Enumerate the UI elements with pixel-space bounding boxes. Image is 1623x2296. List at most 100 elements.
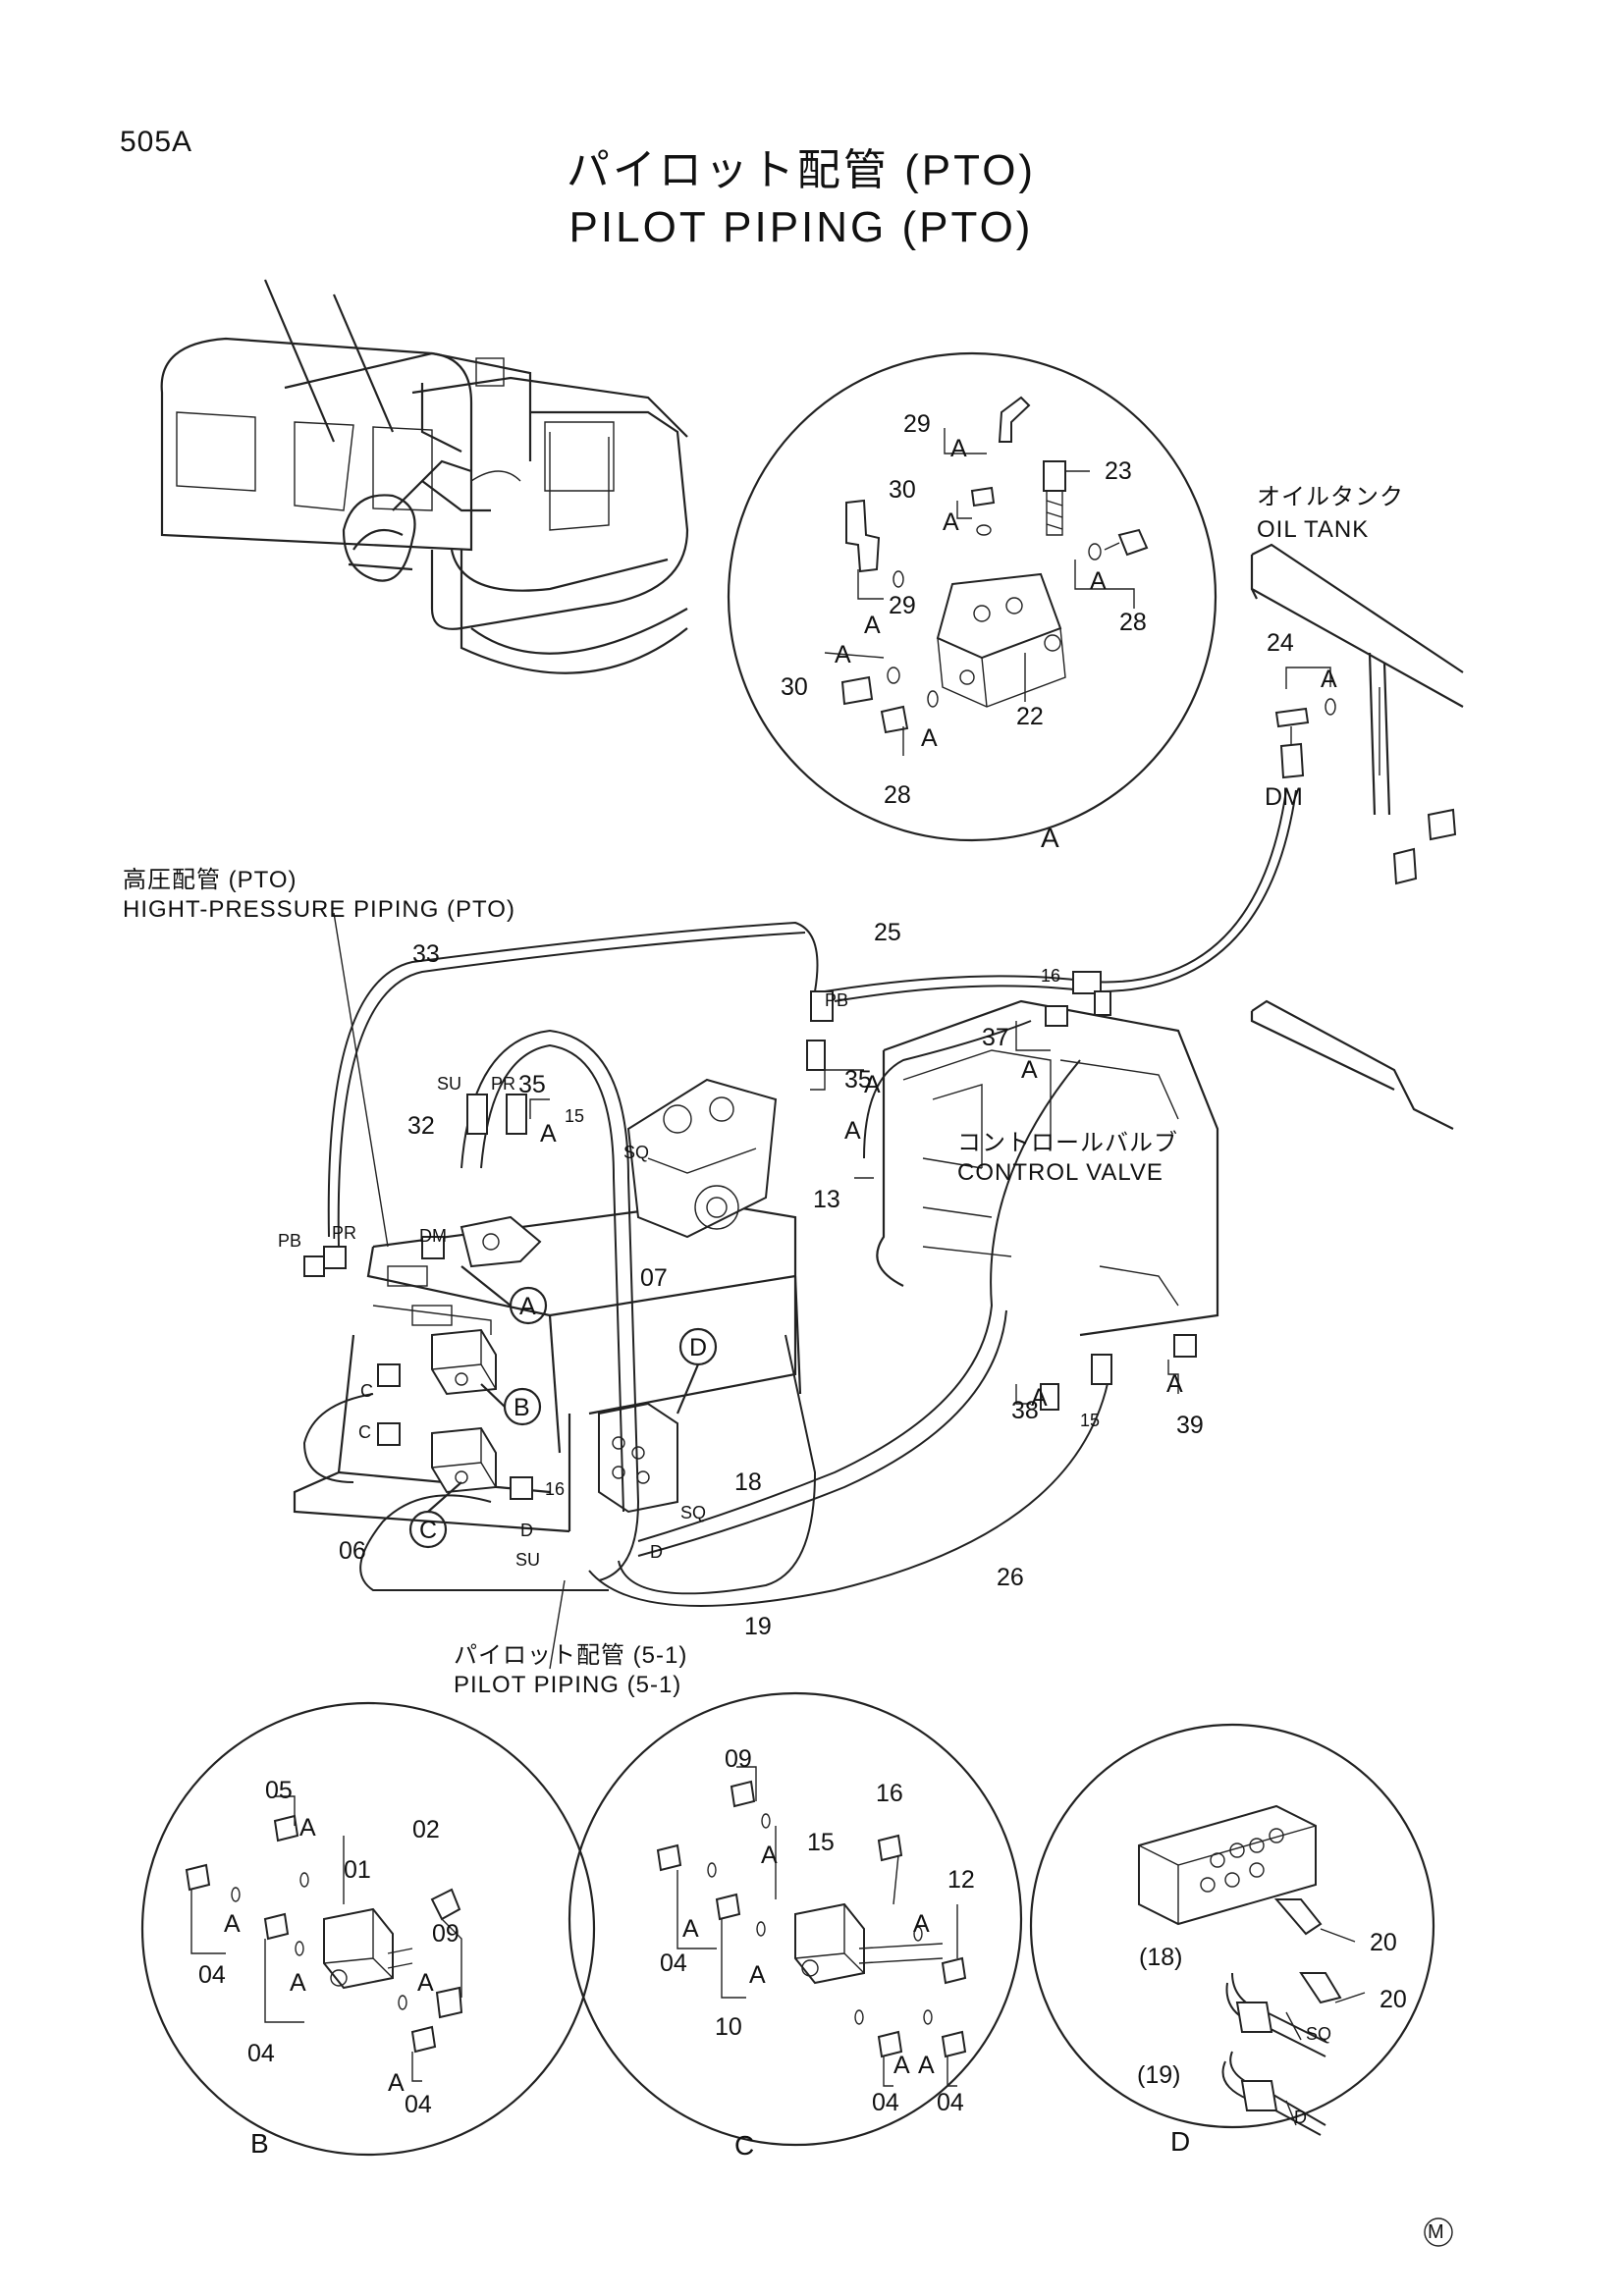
detail-d-circle xyxy=(1029,1723,1435,2136)
seal-mark-a: A xyxy=(749,1961,766,1989)
part-label: 12 xyxy=(947,1866,975,1894)
main-marker-a: A xyxy=(519,1293,536,1320)
part-label: C xyxy=(358,1422,371,1442)
part-label: 04 xyxy=(198,1961,226,1989)
main-assembly xyxy=(293,789,1297,1670)
part-label: 15 xyxy=(807,1829,835,1856)
seal-mark-a: A xyxy=(864,1071,881,1098)
seal-mark-a: A xyxy=(844,1117,861,1145)
part-label: SQ xyxy=(623,1143,650,1162)
corner-mark-circle xyxy=(1424,2217,1453,2247)
part-label: 32 xyxy=(407,1112,435,1140)
detail-a-label: A xyxy=(1041,823,1059,853)
part-label: 26 xyxy=(997,1564,1024,1591)
part-label: SU xyxy=(437,1074,462,1094)
seal-mark-a: A xyxy=(417,1969,434,1997)
title-jp: パイロット配管 (PTO) xyxy=(566,146,1037,194)
detail-b-circle xyxy=(140,1701,596,2157)
part-label: 16 xyxy=(876,1780,903,1807)
seal-mark-a: A xyxy=(1031,1384,1048,1412)
seal-mark-a: A xyxy=(1321,666,1337,693)
part-label: 29 xyxy=(889,592,916,619)
part-label: 04 xyxy=(405,2091,432,2118)
part-label: D xyxy=(520,1521,533,1540)
part-label: 04 xyxy=(937,2089,964,2116)
seal-mark-a: A xyxy=(918,2052,935,2079)
part-label: SU xyxy=(515,1550,541,1570)
part-label: 33 xyxy=(412,940,440,968)
seal-mark-a: A xyxy=(540,1120,557,1148)
seal-mark-a: A xyxy=(1166,1370,1183,1398)
main-marker-c: C xyxy=(419,1517,438,1544)
part-label: DM xyxy=(1265,783,1303,811)
corner-mark: M xyxy=(1428,2221,1444,2243)
part-label: 20 xyxy=(1370,1929,1397,1956)
part-label: 39 xyxy=(1176,1412,1204,1439)
part-label: 16 xyxy=(545,1479,566,1499)
pilot-51-label-jp: パイロット配管 (5-1) xyxy=(454,1642,688,1669)
title-en: PILOT PIPING (PTO) xyxy=(568,203,1034,251)
seal-mark-a: A xyxy=(950,435,967,462)
pilot-51-label-en: PILOT PIPING (5-1) xyxy=(454,1672,682,1698)
part-label: 05 xyxy=(265,1777,293,1804)
part-label: SQ xyxy=(1306,2024,1332,2044)
part-label: 04 xyxy=(872,2089,899,2116)
seal-mark-a: A xyxy=(290,1969,306,1997)
part-label: 30 xyxy=(781,673,808,701)
part-label: 04 xyxy=(660,1949,687,1977)
part-label: D xyxy=(1294,2108,1307,2127)
part-label: 24 xyxy=(1267,629,1294,657)
part-label: 04 xyxy=(247,2040,275,2067)
part-label: 06 xyxy=(339,1537,366,1565)
hp-piping-label-jp: 高圧配管 (PTO) xyxy=(123,867,298,893)
detail-c-circle xyxy=(568,1691,1023,2147)
part-label: (19) xyxy=(1137,2061,1181,2089)
oil-tank-label-jp: オイルタンク xyxy=(1257,484,1404,510)
part-label: 02 xyxy=(412,1816,440,1843)
part-label: 13 xyxy=(813,1186,840,1213)
part-label: DM xyxy=(419,1226,447,1246)
seal-mark-a: A xyxy=(1090,567,1107,595)
control-valve-label-jp: コントロールバルブ xyxy=(957,1130,1178,1156)
seal-mark-a: A xyxy=(388,2069,405,2097)
part-label: 29 xyxy=(903,410,931,438)
detail-d-label: D xyxy=(1170,2126,1191,2157)
part-label: 18 xyxy=(734,1468,762,1496)
seal-mark-a: A xyxy=(921,724,938,752)
part-label: 01 xyxy=(344,1856,371,1884)
part-label: 19 xyxy=(744,1613,772,1640)
seal-mark-a: A xyxy=(893,2052,910,2079)
part-label: PR xyxy=(332,1223,357,1243)
part-label: 23 xyxy=(1105,457,1132,485)
part-label: D xyxy=(650,1542,663,1562)
part-label: PB xyxy=(278,1231,302,1251)
part-label: 38 xyxy=(1011,1397,1039,1424)
seal-mark-a: A xyxy=(224,1910,241,1938)
part-label: 28 xyxy=(1119,609,1147,636)
seal-mark-a: A xyxy=(943,508,959,536)
part-label: PB xyxy=(825,990,849,1010)
seal-mark-a: A xyxy=(299,1814,316,1842)
detail-b-label: B xyxy=(250,2128,269,2159)
part-label: 35 xyxy=(844,1066,872,1094)
seal-mark-a: A xyxy=(864,612,881,639)
part-label: 30 xyxy=(889,476,916,504)
main-marker-b: B xyxy=(514,1394,530,1421)
part-label: 09 xyxy=(432,1920,460,1948)
page-number: 505A xyxy=(120,126,193,158)
seal-mark-a: A xyxy=(761,1842,778,1869)
excavator-sketch xyxy=(160,279,689,674)
main-markers xyxy=(408,1265,718,1549)
part-label: SQ xyxy=(680,1503,707,1522)
part-label: 28 xyxy=(884,781,911,809)
oil-tank-label-en: OIL TANK xyxy=(1257,516,1370,543)
seal-mark-a: A xyxy=(682,1915,699,1943)
seal-mark-a: A xyxy=(835,641,851,668)
part-label: 07 xyxy=(640,1264,668,1292)
seal-mark-a: A xyxy=(913,1910,930,1938)
part-label: 15 xyxy=(565,1106,585,1126)
part-label: 10 xyxy=(715,2013,742,2041)
part-label: PR xyxy=(491,1074,516,1094)
